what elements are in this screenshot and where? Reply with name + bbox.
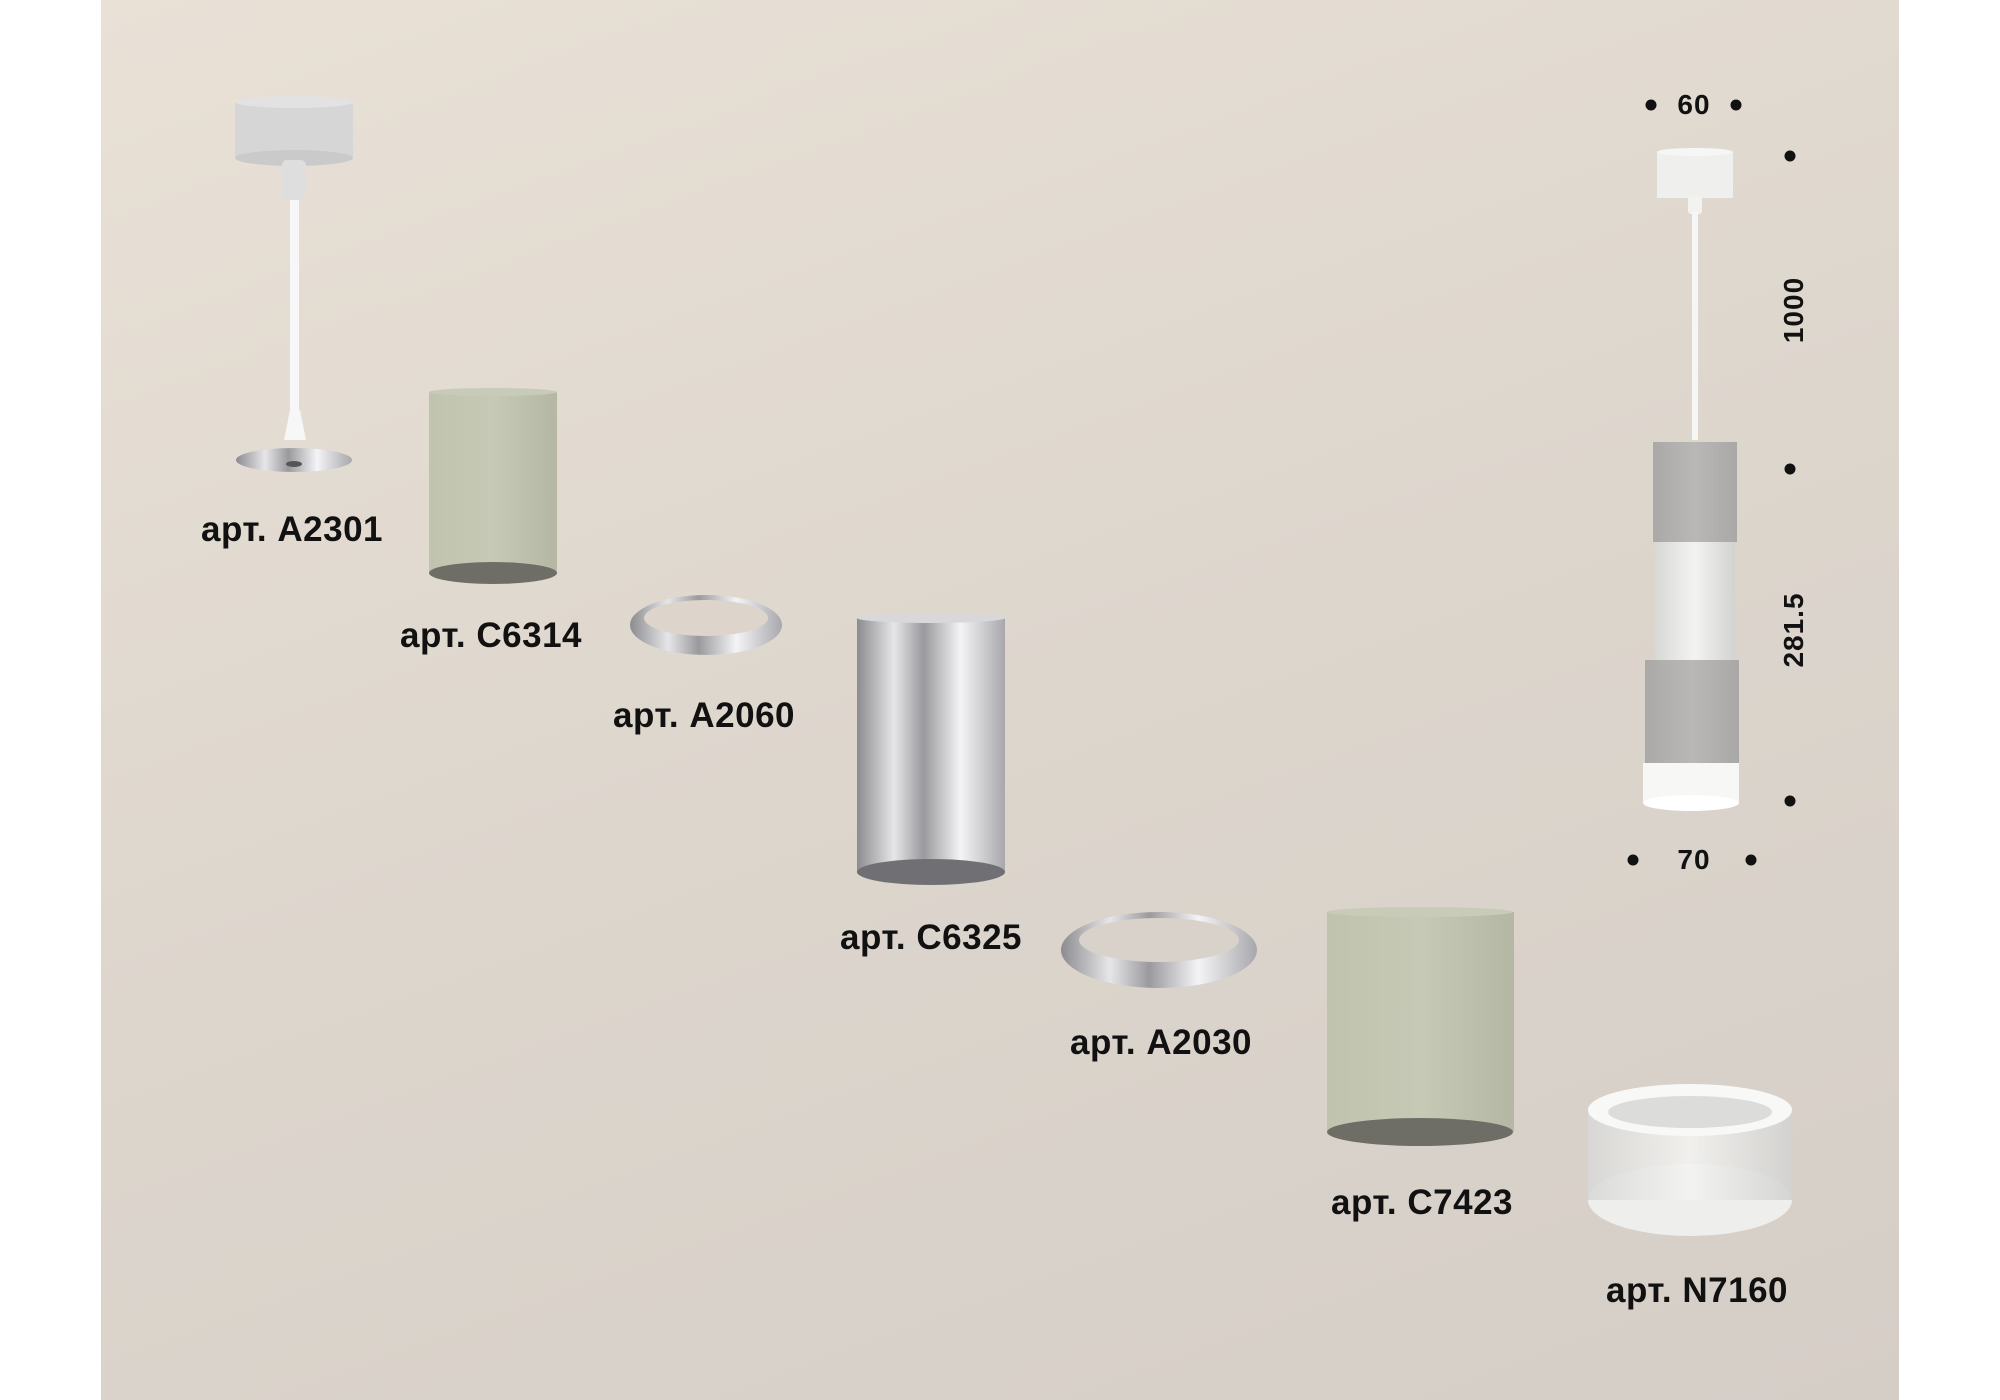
product-label-c6314: арт. C6314: [399, 616, 583, 655]
assembled-pendant-image: [1643, 148, 1739, 811]
ring-a2030-image: [1061, 912, 1257, 988]
diffuser-n7160-image: [1588, 1084, 1792, 1236]
product-label-c7423: арт. C7423: [1330, 1183, 1514, 1222]
cylinder-c6314-image: [429, 388, 557, 584]
cylinder-c7423-image: [1327, 907, 1514, 1146]
dimension-body-height: 281.5: [1778, 592, 1809, 668]
dimension-marker: [1784, 795, 1796, 807]
dimension-marker: [1627, 854, 1639, 866]
dimension-cable-length: 1000: [1778, 276, 1809, 344]
dimension-marker: [1645, 99, 1657, 111]
product-label-a2060: арт. A2060: [612, 696, 796, 735]
dimension-marker: [1784, 463, 1796, 475]
product-label-a2301: арт. A2301: [200, 510, 384, 549]
product-label-c6325: арт. C6325: [839, 918, 1023, 957]
product-label-a2030: арт. A2030: [1069, 1023, 1253, 1062]
dimension-top-width: 60: [1677, 89, 1711, 120]
suspension-a2301-image: [235, 96, 353, 472]
product-label-n7160: арт. N7160: [1605, 1271, 1789, 1310]
dimension-marker: [1784, 150, 1796, 162]
dimension-marker: [1745, 854, 1757, 866]
cylinder-c6325-image: [857, 613, 1005, 885]
dimension-bottom-width: 70: [1677, 844, 1711, 875]
dimension-marker: [1730, 99, 1742, 111]
ring-a2060-image: [630, 595, 782, 655]
